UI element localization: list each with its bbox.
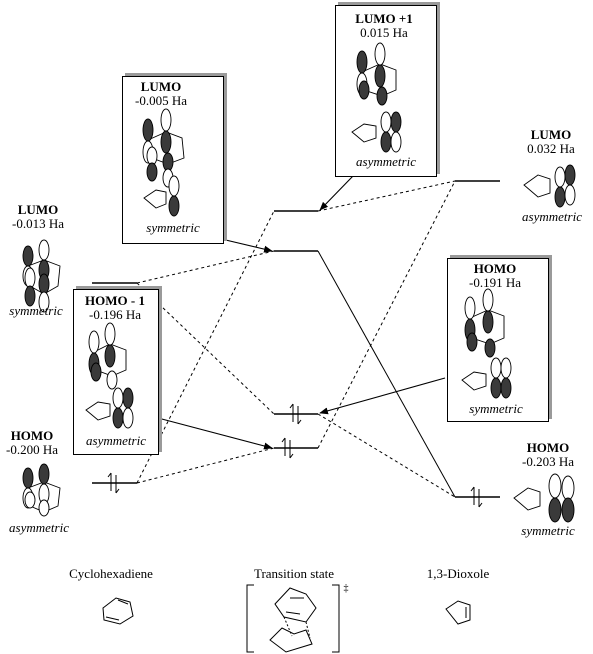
dx-homo-label: HOMO -0.203 Ha [512,441,584,469]
ts-homo1-symmetry-wrap: asymmetric [76,434,156,448]
cyclohexadiene-structure [102,597,134,625]
electron-pair-chd-homo [107,472,120,494]
chd-homo-title: HOMO [10,428,54,443]
caption-cyclohexadiene: Cyclohexadiene [69,566,153,581]
ts-homo1-energy: -0.196 Ha [89,307,141,322]
electron-pair-ts-homo [289,403,302,425]
ts-homo-label: HOMO -0.191 Ha [455,262,535,290]
chd-lumo-energy: -0.013 Ha [12,216,64,231]
dx-homo-title: HOMO [526,440,570,455]
chd-lumo-title: LUMO [17,202,59,217]
dagger-symbol: ‡ [343,583,349,594]
ts-lumo1-symmetry: asymmetric [356,154,416,169]
chd-homo-symmetry-wrap: asymmetric [0,521,78,535]
electron-pair-ts-homo1 [281,437,294,459]
caption-transition-state: Transition state [253,566,335,581]
ts-homo1-label: HOMO - 1 -0.196 Ha [76,294,154,322]
chd-lumo-label: LUMO -0.013 Ha [4,203,72,231]
chd-homo-symmetry: asymmetric [9,520,69,535]
chd-homo-energy: -0.200 Ha [6,442,58,457]
ts-lumo1-symmetry-wrap: asymmetric [340,155,432,169]
ts-lumo1-title: LUMO +1 [355,11,413,26]
ts-homo1-title: HOMO - 1 [85,293,145,308]
dx-homo-symmetry: symmetric [521,523,575,538]
ts-lumo1-label: LUMO +1 0.015 Ha [340,12,428,40]
ts-lumo1-energy: 0.015 Ha [360,25,408,40]
dx-lumo-symmetry-wrap: asymmetric [512,210,592,224]
chd-homo-label: HOMO -0.200 Ha [0,429,64,457]
dx-lumo-label: LUMO 0.032 Ha [516,128,586,156]
dx-homo-orbital [513,473,575,523]
caption-dioxole: 1,3-Dioxole [426,566,490,581]
correlation-lines [136,180,456,498]
dx-lumo-orbital [523,164,576,208]
ts-lumo-label: LUMO -0.005 Ha [126,80,196,108]
chd-homo-orbital [22,463,61,517]
ts-lumo-title: LUMO [140,79,182,94]
chd-lumo-orbital [22,239,61,313]
chd-lumo-symmetry: symmetric [9,303,63,318]
chd-lumo-symmetry-wrap: symmetric [0,304,72,318]
ts-lumo-symmetry: symmetric [146,220,200,235]
correlation-solid-lines [317,250,456,498]
ts-homo-title: HOMO [473,261,517,276]
dx-homo-energy: -0.203 Ha [522,454,574,469]
dx-lumo-symmetry: asymmetric [522,209,582,224]
ts-lumo-symmetry-wrap: symmetric [128,221,218,235]
ts-lumo1-box [335,5,437,177]
dioxole-structure [445,600,471,625]
dx-lumo-energy: 0.032 Ha [527,141,575,156]
ts-homo-energy: -0.191 Ha [469,275,521,290]
dx-homo-symmetry-wrap: symmetric [508,524,588,538]
dx-lumo-title: LUMO [530,127,572,142]
ts-homo1-symmetry: asymmetric [86,433,146,448]
ts-homo-symmetry-wrap: symmetric [452,402,540,416]
transition-state-structure [246,584,340,653]
electron-pair-dx-homo [470,486,483,508]
ts-homo-symmetry: symmetric [469,401,523,416]
ts-lumo-energy: -0.005 Ha [135,93,187,108]
